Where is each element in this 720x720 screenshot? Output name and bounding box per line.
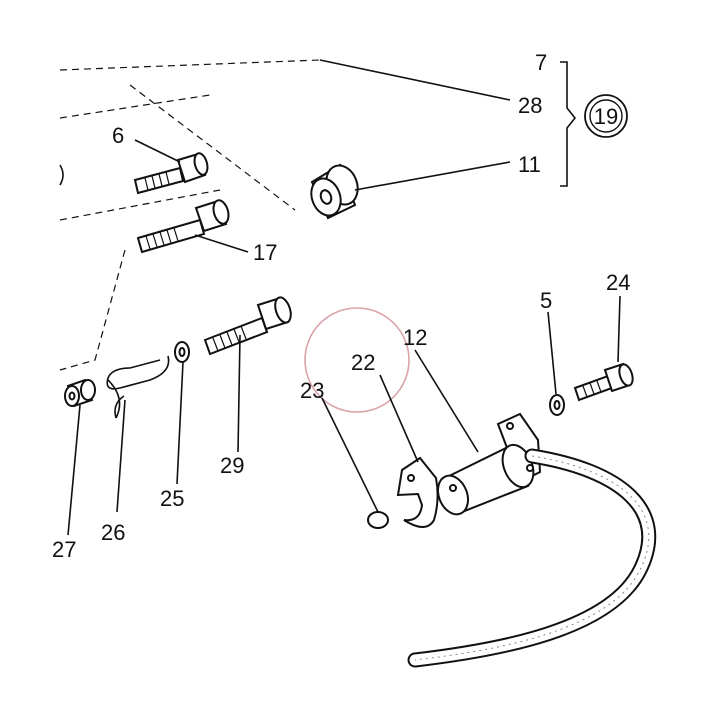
bushing-11 [310, 163, 359, 220]
label-17: 17 [253, 240, 277, 265]
label-26: 26 [101, 520, 125, 545]
label-27: 27 [52, 537, 76, 562]
label-12: 12 [403, 325, 427, 350]
bolt-17 [136, 199, 230, 254]
label-19: 19 [594, 104, 618, 129]
label-23: 23 [300, 378, 324, 403]
cylinder-12 [437, 412, 542, 516]
highlight-circle [304, 307, 410, 413]
label-28: 28 [518, 93, 542, 118]
snap-ring-23 [367, 511, 389, 529]
bracket-brace [560, 61, 577, 187]
screw-24 [573, 362, 634, 402]
bushing-27 [64, 378, 96, 408]
label-25: 25 [160, 486, 184, 511]
bolt-6 [133, 152, 209, 195]
leader-lines [67, 59, 621, 536]
label-24: 24 [606, 270, 630, 295]
label-29: 29 [220, 453, 244, 478]
washer-25 [174, 341, 190, 363]
frame-outline [59, 59, 321, 371]
label-5: 5 [540, 288, 552, 313]
hose [407, 448, 657, 668]
bolt-29 [203, 296, 292, 356]
bracket-22 [396, 456, 439, 528]
callout-19-circle [584, 94, 628, 138]
spring-clip-26 [106, 355, 170, 419]
label-6: 6 [112, 123, 124, 148]
label-7: 7 [535, 50, 547, 75]
washer-5 [549, 394, 565, 416]
callout-19-inner-circle [589, 99, 623, 133]
label-22: 22 [351, 350, 375, 375]
label-11: 11 [518, 152, 541, 177]
